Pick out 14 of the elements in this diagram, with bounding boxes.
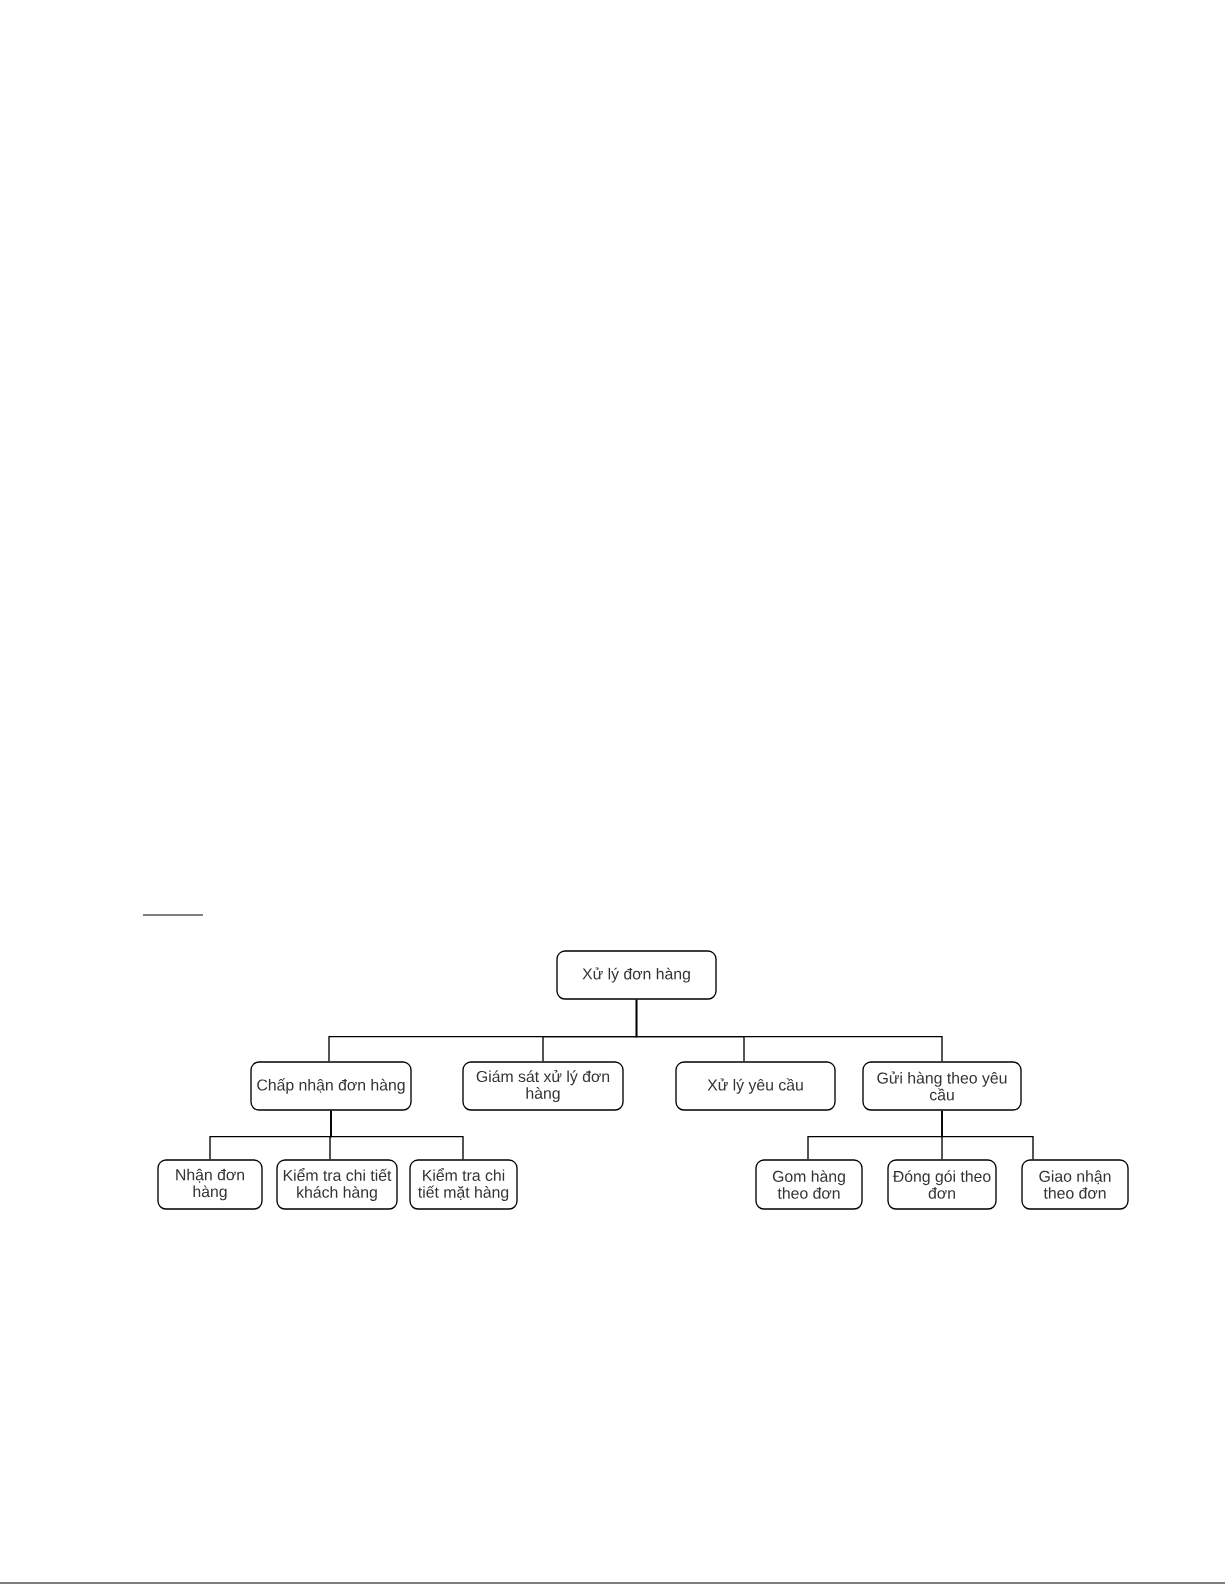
process-box: Giám sát xử lý đơn hàng [462,1061,624,1111]
process-box: Gom hàng theo đơn [755,1159,863,1210]
process-box: Giao nhận theo đơn [1021,1159,1129,1210]
process-box: Nhận đơn hàng [157,1159,263,1210]
process-box: Kiểm tra chi tiết mặt hàng [409,1159,518,1210]
process-box: Gửi hàng theo yêu cầu [862,1061,1022,1111]
process-box: Xử lý đơn hàng [556,950,717,1000]
process-box: Xử lý yêu cầu [675,1061,836,1111]
process-box: Kiểm tra chi tiết khách hàng [276,1159,398,1210]
connector-line [330,1110,464,1160]
connector-line [941,1110,1034,1160]
process-box: Đóng gói theo đơn [887,1159,997,1210]
connector-line [635,999,943,1062]
process-box: Chấp nhận đơn hàng [250,1061,412,1111]
